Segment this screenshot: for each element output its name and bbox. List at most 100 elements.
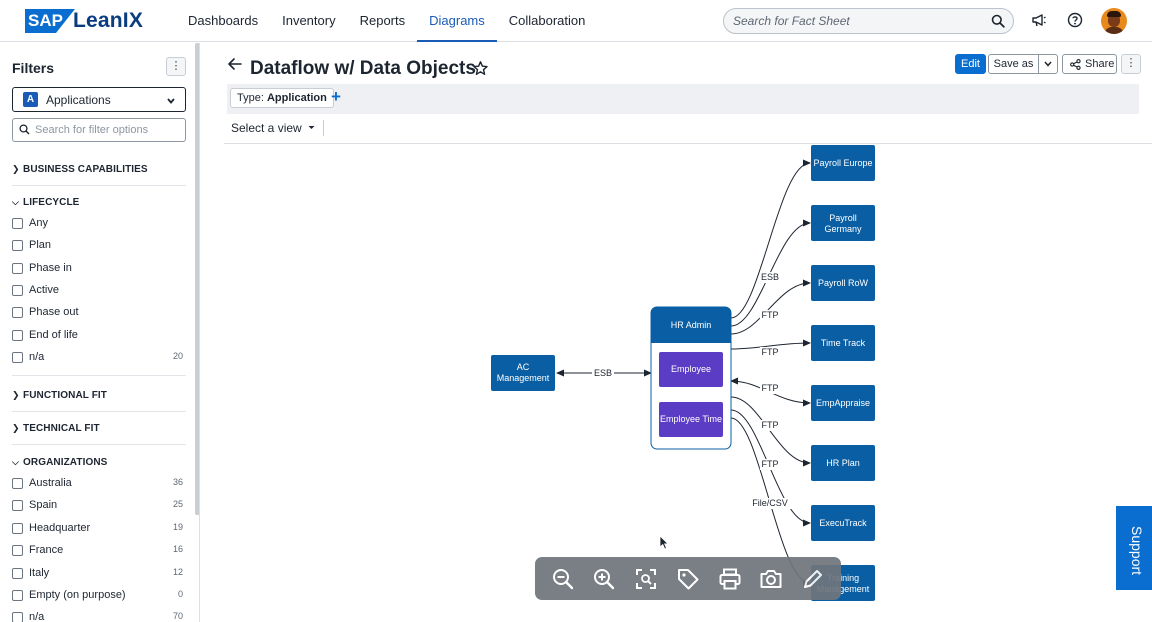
- section-business-capabilities[interactable]: ❯BUSINESS CAPABILITIES: [12, 164, 148, 175]
- nav-reports[interactable]: Reports: [359, 13, 406, 28]
- checkbox[interactable]: [12, 568, 23, 579]
- node-label: Payroll RoW: [818, 278, 869, 288]
- node-label: EmpAppraise: [816, 398, 870, 408]
- view-select[interactable]: Select a view: [231, 121, 316, 135]
- edge-label: FTP: [762, 459, 779, 469]
- checkbox[interactable]: [12, 285, 23, 296]
- support-label: Support: [1129, 526, 1145, 576]
- print-icon[interactable]: [718, 567, 742, 591]
- megaphone-icon[interactable]: [1031, 12, 1047, 28]
- node-label: Payroll: [829, 213, 857, 223]
- main-nav: Dashboards Inventory Reports Diagrams Co…: [176, 0, 597, 42]
- save-as-dropdown-button[interactable]: [1038, 54, 1058, 74]
- canvas-top-border: [224, 143, 1152, 144]
- checkbox[interactable]: [12, 590, 23, 601]
- section-lifecycle[interactable]: ⌵LIFECYCLE: [12, 197, 80, 208]
- section-organizations[interactable]: ⌵ORGANIZATIONS: [12, 457, 108, 468]
- checkbox[interactable]: [12, 523, 23, 534]
- filter-option-any[interactable]: Any: [12, 216, 183, 232]
- type-filter-chip[interactable]: Type: Application: [230, 88, 334, 108]
- add-filter-button[interactable]: +: [331, 87, 341, 106]
- app-node-hr-plan[interactable]: HR Plan: [811, 445, 875, 481]
- filter-option-phase-in[interactable]: Phase in: [12, 261, 183, 277]
- checkbox[interactable]: [12, 352, 23, 363]
- page-title: Dataflow w/ Data Objects: [250, 58, 476, 79]
- filter-option-end-of-life[interactable]: End of life: [12, 328, 183, 344]
- section-functional-fit[interactable]: ❯FUNCTIONAL FIT: [12, 390, 107, 401]
- divider: [323, 120, 324, 136]
- node-label: AC: [517, 362, 530, 372]
- edge-time-track[interactable]: [730, 339, 811, 350]
- app-node-payroll-row[interactable]: Payroll RoW: [811, 265, 875, 301]
- edit-icon[interactable]: [801, 567, 825, 591]
- chevron-down-icon: [167, 98, 175, 104]
- section-technical-fit[interactable]: ❯TECHNICAL FIT: [12, 423, 100, 434]
- checkbox[interactable]: [12, 612, 23, 622]
- checkbox[interactable]: [12, 500, 23, 511]
- camera-icon[interactable]: [759, 567, 783, 591]
- data-object-employee[interactable]: Employee: [659, 352, 723, 387]
- edge-label-background: [759, 420, 781, 431]
- app-node-payroll-europe[interactable]: Payroll Europe: [811, 145, 875, 181]
- filter-bar: Type: Application +: [227, 84, 1139, 114]
- share-icon: [1070, 59, 1081, 70]
- sap-leanix-logo[interactable]: SAP LeanIX: [25, 9, 143, 33]
- checkbox[interactable]: [12, 307, 23, 318]
- support-tab[interactable]: Support: [1116, 506, 1152, 590]
- help-icon[interactable]: [1067, 12, 1083, 28]
- app-node-ac-management[interactable]: AC Management: [491, 355, 555, 391]
- tag-icon[interactable]: [676, 567, 700, 591]
- zoom-in-icon[interactable]: [592, 567, 616, 591]
- checkbox[interactable]: [12, 240, 23, 251]
- star-icon[interactable]: [472, 60, 489, 77]
- back-arrow-icon[interactable]: [227, 56, 243, 72]
- fact-sheet-search-input[interactable]: [724, 9, 974, 33]
- avatar[interactable]: [1101, 8, 1127, 34]
- filter-options-search-input[interactable]: [35, 122, 180, 138]
- fit-screen-icon[interactable]: [634, 567, 658, 591]
- app-node-executrack[interactable]: ExecuTrack: [811, 505, 875, 541]
- nav-collaboration[interactable]: Collaboration: [508, 13, 586, 28]
- filter-option-empty[interactable]: Empty (on purpose)0: [12, 588, 183, 604]
- app-node-time-track[interactable]: Time Track: [811, 325, 875, 361]
- fact-sheet-search: [723, 8, 1014, 34]
- more-actions-button[interactable]: ⋮: [1121, 54, 1141, 74]
- zoom-out-icon[interactable]: [551, 567, 575, 591]
- search-icon[interactable]: [991, 14, 1005, 28]
- nav-inventory[interactable]: Inventory: [282, 13, 336, 28]
- data-object-employee-time[interactable]: Employee Time: [659, 402, 723, 437]
- edge-label: FTP: [762, 347, 779, 357]
- sidebar-scrollbar[interactable]: [195, 43, 199, 515]
- checkbox[interactable]: [12, 263, 23, 274]
- save-as-button[interactable]: Save as: [988, 54, 1039, 74]
- node-label: ExecuTrack: [819, 518, 867, 528]
- edge-payroll-europe[interactable]: [730, 159, 811, 319]
- checkbox[interactable]: [12, 478, 23, 489]
- chevron-right-icon: ❯: [12, 164, 20, 174]
- nav-diagrams[interactable]: Diagrams: [417, 0, 497, 42]
- checkbox[interactable]: [12, 545, 23, 556]
- app-node-empappraise[interactable]: EmpAppraise: [811, 385, 875, 421]
- edit-button[interactable]: Edit: [955, 54, 986, 74]
- filter-option-plan[interactable]: Plan: [12, 238, 183, 254]
- checkbox[interactable]: [12, 330, 23, 341]
- filter-option-phase-out[interactable]: Phase out: [12, 305, 183, 321]
- edge-payroll-row[interactable]: [730, 279, 811, 335]
- filters-sidebar: Filters ⋮ A Applications ❯BUSINESS CAPAB…: [0, 43, 200, 622]
- fact-sheet-type-select[interactable]: A Applications: [12, 87, 186, 112]
- share-button[interactable]: Share: [1062, 54, 1117, 74]
- filters-menu-button[interactable]: ⋮: [166, 57, 186, 76]
- nav-dashboards[interactable]: Dashboards: [188, 13, 259, 28]
- diagram-toolbar: [535, 557, 841, 600]
- filter-option-active[interactable]: Active: [12, 283, 183, 299]
- checkbox[interactable]: [12, 218, 23, 229]
- chevron-right-icon: ❯: [12, 423, 20, 433]
